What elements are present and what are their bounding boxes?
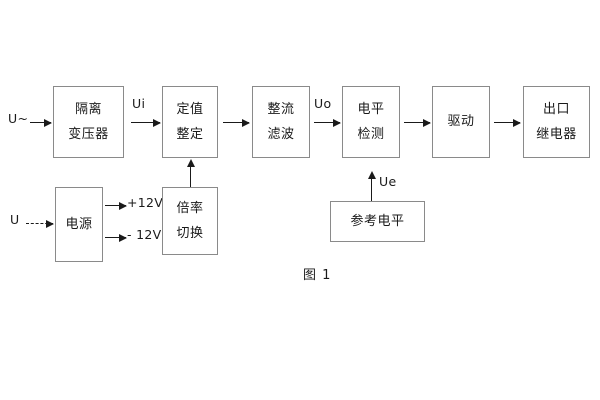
block-reference-level-line-1: 参考电平: [350, 213, 405, 229]
block-output-relay-line-2: 继电器: [536, 127, 577, 142]
block-setting-value: 定值 整定: [162, 86, 218, 158]
block-level-detect: 电平 检测: [342, 86, 400, 158]
block-setting-value-line-2: 整定: [176, 127, 204, 142]
block-ratio-switch: 倍率 切换: [162, 187, 218, 255]
arrow-rectify-filter-to-level-detect: [314, 118, 341, 127]
arrow-isolation-transformer-to-setting-value: [131, 118, 161, 127]
signal-label-minus-12v: - 12V: [127, 227, 162, 242]
arrow-level-detect-to-drive: [404, 118, 431, 127]
arrow-ratio-switch-to-setting-value: [186, 159, 195, 187]
arrow-reference-level-to-level-detect: [367, 171, 376, 201]
arrow-power-supply-minus12v: [105, 233, 127, 242]
block-level-detect-line-2: 检测: [357, 127, 385, 142]
block-setting-value-line-1: 定值: [176, 101, 204, 117]
block-drive: 驱动: [432, 86, 490, 158]
block-output-relay-line-1: 出口: [542, 101, 570, 117]
arrow-ac-to-isolation-transformer: [30, 118, 52, 127]
block-rectify-filter: 整流 滤波: [252, 86, 310, 158]
block-rectify-filter-line-1: 整流: [267, 101, 295, 117]
block-isolation-transformer-line-2: 变压器: [68, 127, 109, 142]
block-isolation-transformer-line-1: 隔离: [74, 101, 102, 117]
block-drive-line-1: 驱动: [447, 114, 475, 130]
block-ratio-switch-line-1: 倍率: [176, 200, 204, 216]
figure-caption: 图 1: [303, 268, 332, 283]
arrow-power-supply-plus12v: [105, 201, 127, 210]
arrow-setting-value-to-rectify-filter: [223, 118, 250, 127]
block-rectify-filter-line-2: 滤波: [267, 127, 295, 142]
signal-label-plus-12v: +12V: [127, 195, 164, 210]
block-isolation-transformer: 隔离 变压器: [53, 86, 124, 158]
block-power-supply-line-1: 电源: [65, 216, 93, 232]
input-label-dc: U: [10, 212, 20, 227]
arrow-drive-to-output-relay: [494, 118, 521, 127]
input-label-ac: U~: [8, 111, 29, 126]
signal-label-ui: Ui: [132, 96, 146, 111]
block-ratio-switch-line-2: 切换: [176, 226, 204, 241]
block-output-relay: 出口 继电器: [523, 86, 590, 158]
block-power-supply: 电源: [55, 187, 103, 262]
arrow-dc-to-power-supply: [26, 219, 54, 228]
signal-label-uo: Uo: [314, 96, 332, 111]
block-reference-level: 参考电平: [330, 201, 425, 242]
block-level-detect-line-1: 电平: [357, 101, 385, 117]
signal-label-ue: Ue: [379, 174, 397, 189]
